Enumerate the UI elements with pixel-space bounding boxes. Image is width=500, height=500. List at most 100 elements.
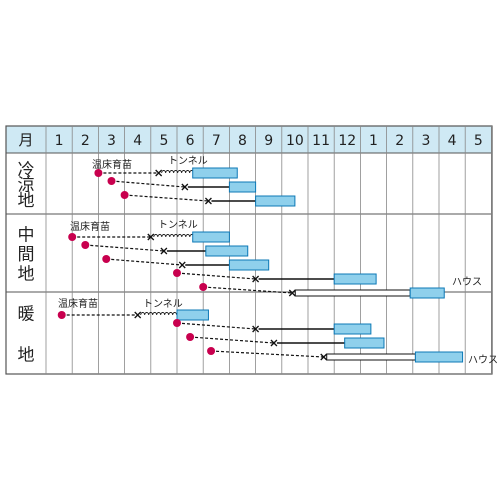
schedule-row	[186, 333, 385, 349]
month-label: 3	[107, 133, 116, 149]
schedule-row	[94, 167, 238, 179]
month-label: 4	[448, 133, 457, 149]
header-bar	[5, 125, 493, 154]
month-label: 12	[338, 133, 356, 149]
sowing-dot	[81, 241, 90, 249]
schedule-row	[173, 269, 377, 285]
planting-mark	[204, 197, 212, 205]
nursery-dashed-line	[176, 272, 256, 280]
schedule-row	[68, 231, 230, 243]
planting-mark	[134, 311, 142, 319]
month-label: 7	[212, 133, 221, 149]
planting-mark	[320, 353, 328, 361]
schedule-rows	[57, 167, 464, 363]
table-border	[5, 125, 493, 375]
sowing-dot	[186, 333, 195, 341]
tunnel-line	[153, 234, 195, 238]
sowing-dot	[199, 283, 208, 291]
planting-mark	[160, 247, 168, 255]
nursery-dashed-line	[85, 244, 164, 252]
region-label-char: 涼	[18, 176, 35, 196]
harvest-bar	[255, 195, 296, 207]
month-label: 5	[474, 133, 483, 149]
month-label: 9	[264, 133, 273, 149]
region-label-char: 暖	[18, 305, 35, 325]
schedule-row	[107, 177, 257, 193]
house-growing-line	[326, 353, 416, 361]
note-tunnel-cool: トンネル	[168, 155, 208, 167]
sowing-dot	[102, 255, 111, 263]
region-label-char: 地	[18, 191, 35, 211]
planting-mark	[252, 275, 260, 283]
harvest-bar	[228, 181, 257, 193]
sowing-dot	[57, 311, 66, 319]
planting-mark	[147, 233, 155, 241]
schedule-row	[57, 309, 209, 321]
harvest-bar	[409, 287, 445, 299]
sowing-dot	[173, 269, 181, 277]
note-tunnel-warm: トンネル	[143, 298, 183, 310]
harvest-bar	[192, 231, 230, 243]
harvest-bar	[228, 259, 270, 271]
note-house-warm: ハウス	[468, 354, 498, 366]
tunnel-line	[140, 312, 182, 316]
note-nursery-cool: 温床育苗	[92, 158, 132, 171]
nursery-dashed-line	[124, 194, 209, 202]
harvest-bar	[205, 245, 249, 257]
planting-mark	[252, 325, 260, 333]
harvest-bar	[176, 309, 209, 321]
sowing-dot	[207, 347, 216, 355]
harvest-bar	[414, 351, 464, 363]
planting-mark	[178, 261, 186, 269]
region-label-char: 中	[18, 226, 35, 246]
region-label-char: 冷	[18, 160, 35, 180]
planting-mark	[288, 289, 296, 297]
note-nursery-mid: 温床育苗	[70, 220, 110, 233]
annotations: 温床育苗 トンネル 温床育苗 トンネル ハウス 温床育苗 トンネル ハウス	[58, 155, 498, 366]
harvest-bar	[333, 273, 377, 285]
note-tunnel-mid: トンネル	[158, 219, 198, 231]
schedule-row	[173, 319, 372, 335]
planting-mark	[155, 169, 163, 177]
month-label: 2	[395, 133, 404, 149]
month-label: 1	[55, 133, 64, 149]
nursery-dashed-line	[106, 258, 183, 266]
month-label: 4	[133, 133, 142, 149]
month-label: 1	[369, 133, 378, 149]
sowing-dot	[120, 191, 129, 199]
grid-lines	[5, 125, 493, 375]
planting-mark	[181, 183, 189, 191]
sowing-dot	[94, 169, 103, 177]
region-label-char: 地	[18, 346, 35, 366]
nursery-dashed-line	[176, 322, 256, 330]
schedule-row	[120, 191, 296, 207]
harvest-bar	[344, 337, 385, 349]
schedule-row	[199, 283, 445, 299]
harvest-bar	[333, 323, 372, 335]
nursery-dashed-line	[211, 350, 324, 358]
planting-mark	[270, 339, 278, 347]
month-label: 3	[421, 133, 430, 149]
tunnel-line	[161, 170, 195, 174]
region-label-char: 地	[18, 265, 35, 285]
month-label: 6	[186, 133, 195, 149]
schedule-row	[207, 347, 464, 363]
sowing-dot	[107, 177, 116, 185]
header-first-label: 月	[18, 131, 33, 149]
sowing-dot	[68, 233, 77, 241]
harvest-bar	[192, 167, 238, 179]
month-label: 11	[312, 133, 330, 149]
schedule-row	[81, 241, 249, 257]
note-nursery-warm: 温床育苗	[58, 297, 98, 310]
sowing-dot	[173, 319, 181, 327]
month-label: 10	[286, 133, 304, 149]
month-label: 2	[81, 133, 90, 149]
nursery-dashed-line	[111, 180, 185, 188]
note-house-mid: ハウス	[452, 276, 482, 288]
house-growing-line	[294, 289, 411, 297]
schedule-row	[102, 255, 270, 271]
month-label: 5	[159, 133, 168, 149]
